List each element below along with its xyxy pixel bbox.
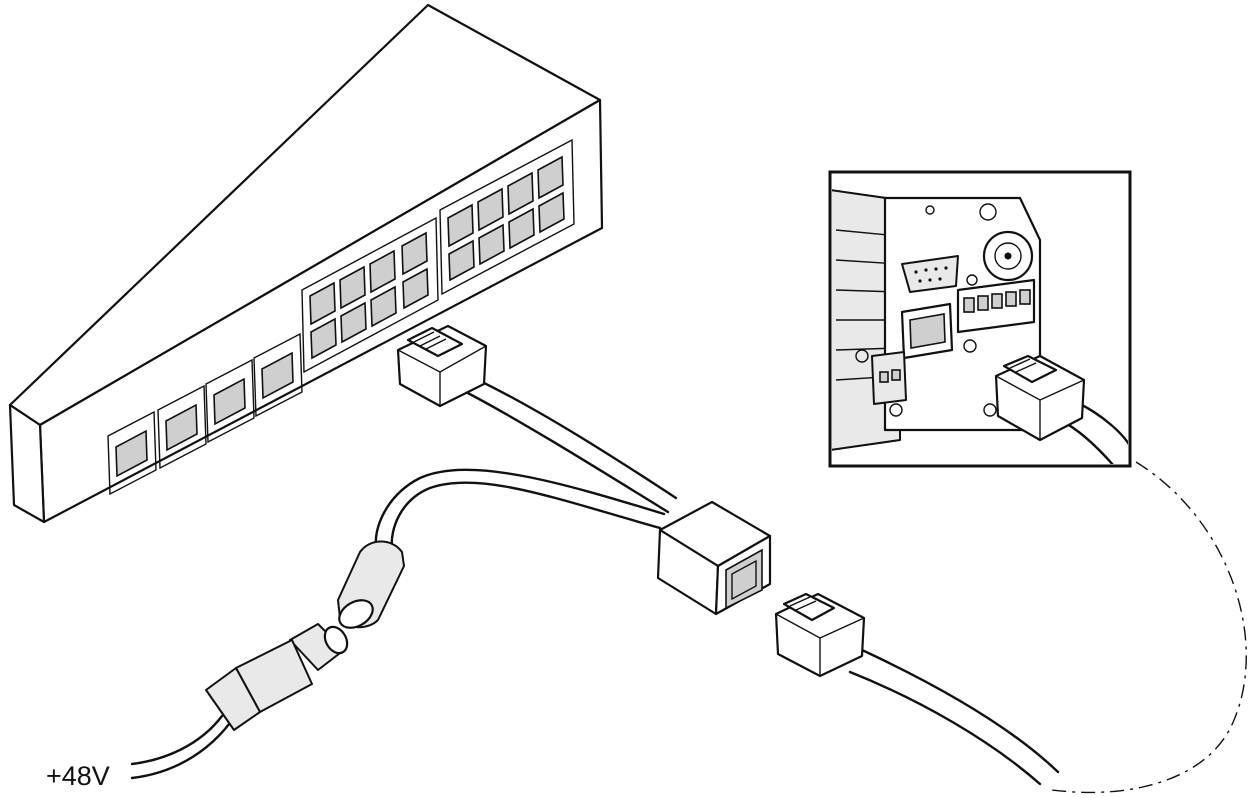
power-supply-cable (130, 706, 242, 780)
switch-port (402, 267, 429, 310)
dashed-leader-line (1051, 461, 1247, 794)
power-terminal (871, 351, 907, 405)
switch-port (508, 207, 535, 250)
dc-plug (205, 623, 349, 731)
switch-port (401, 231, 428, 276)
switch-port (253, 332, 303, 418)
dc-jack (337, 540, 405, 629)
switch-port (448, 239, 475, 282)
bnc-connector (982, 230, 1034, 282)
switch-port (537, 155, 564, 200)
power-supply-label: +48V (46, 761, 110, 791)
rj45-plug (994, 354, 1128, 464)
camera-cable (860, 648, 1060, 774)
power-lead-cable (390, 481, 662, 550)
switch-port (107, 410, 157, 496)
serial-port (901, 255, 959, 293)
switch-port (538, 191, 565, 234)
poe-injector (656, 500, 772, 616)
switch-port (340, 301, 367, 344)
switch-port (339, 265, 366, 310)
camera-inset (828, 170, 1132, 468)
rj45-plug (774, 592, 866, 678)
switch-port (309, 281, 336, 326)
network-cable (476, 378, 678, 500)
switch-port (478, 223, 505, 266)
switch-port (205, 358, 255, 444)
port-group-frame (301, 216, 439, 374)
switch-port (370, 285, 397, 328)
network-cable (460, 388, 670, 514)
camera-cable (848, 670, 1042, 786)
power-supply-cable (130, 714, 224, 766)
power-lead-cable (374, 468, 666, 548)
network-switch (8, 3, 604, 524)
switch-port (507, 171, 534, 216)
switch-port (477, 187, 504, 232)
port-group-frame (439, 138, 575, 296)
terminal-block (956, 278, 1036, 334)
switch-port (157, 384, 207, 470)
rj45-plug (396, 324, 488, 408)
camera-rj45-jack (900, 302, 954, 360)
switch-port (310, 317, 337, 360)
switch-port (369, 249, 396, 294)
switch-port (447, 203, 474, 248)
